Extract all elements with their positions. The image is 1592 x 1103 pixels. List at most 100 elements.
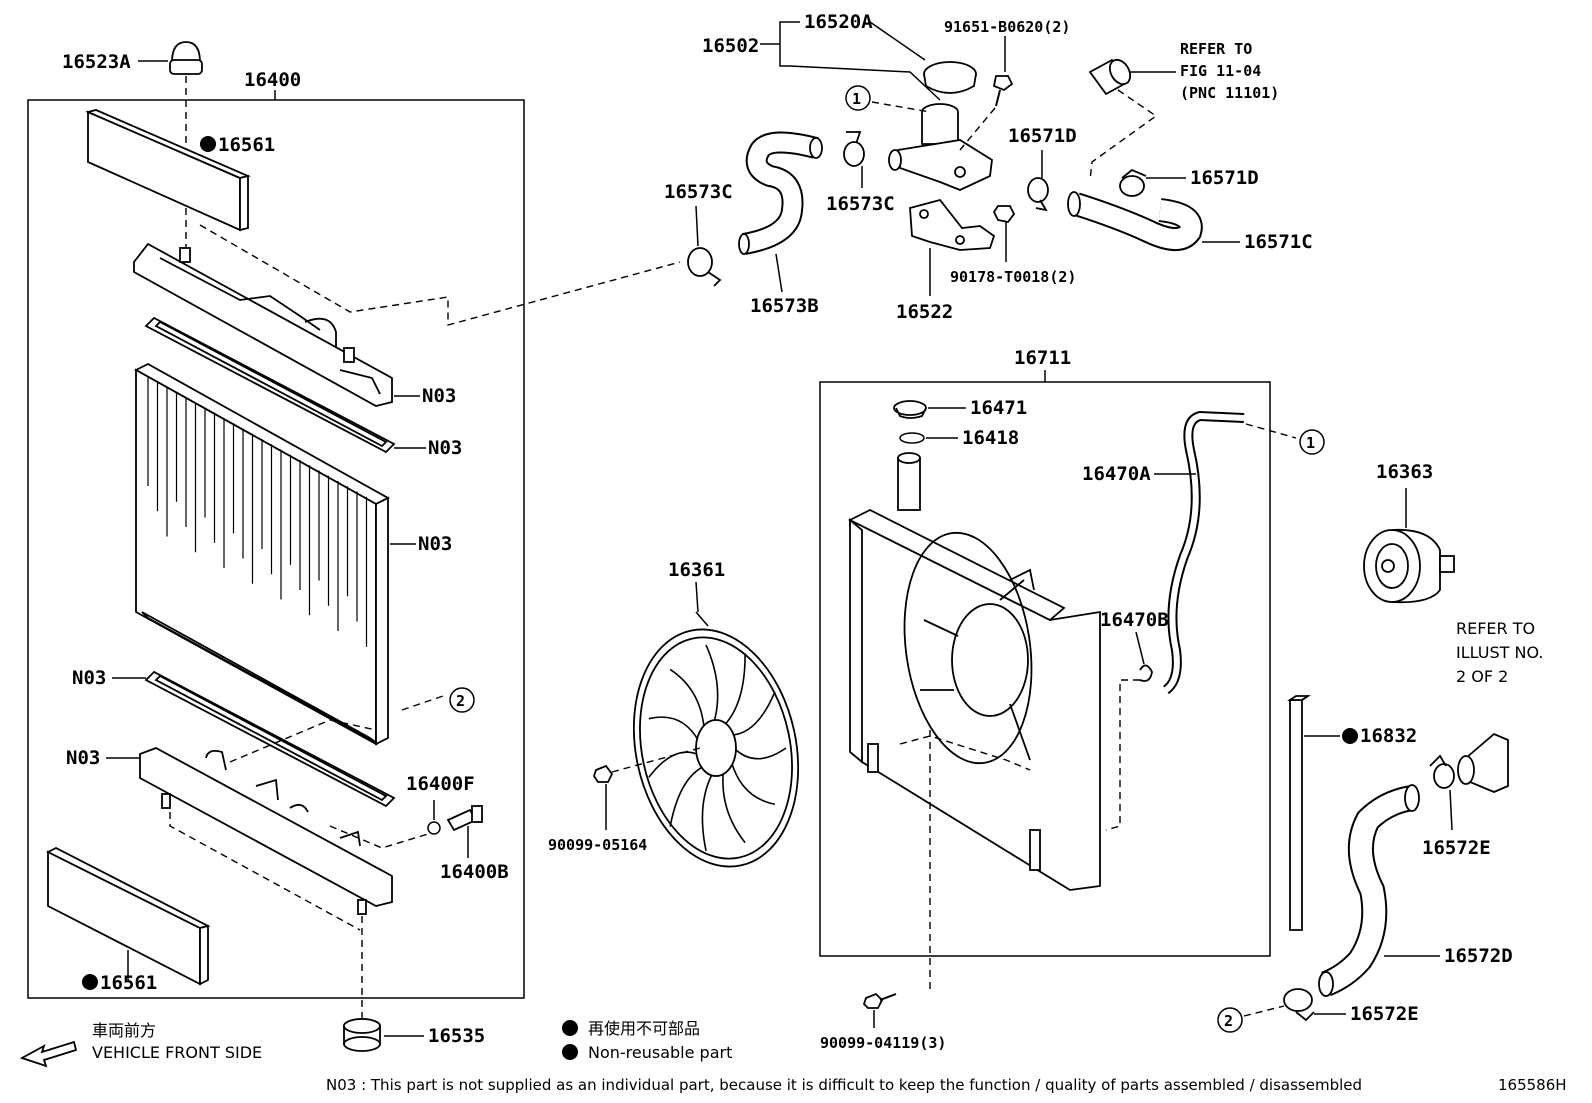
clamp-16573C-mid (843, 131, 865, 167)
radiator-lower-tank (139, 747, 393, 915)
reservoir-hose-16470A (1162, 410, 1245, 695)
refer-fig-line1: REFER TO (1180, 40, 1252, 58)
label-16572E-b: 16572E (1350, 1003, 1419, 1025)
label-16400F: 16400F (406, 773, 475, 795)
nut-90099-05164 (593, 764, 614, 783)
fan-motor-16363 (1363, 528, 1455, 604)
label-16561-top: 16561 (218, 134, 275, 156)
filler-cap-16520A (923, 61, 977, 94)
label-16832: 16832 (1360, 725, 1417, 747)
ref-2-right: 2 (1224, 1012, 1233, 1030)
label-16711: 16711 (1014, 347, 1071, 369)
label-16522: 16522 (896, 301, 953, 323)
clamp-16571D-b (1119, 168, 1147, 197)
fan-blade (669, 765, 705, 827)
legend-group: 車両前方 VEHICLE FRONT SIDE 再使用不可部品 Non-reus… (19, 1019, 732, 1068)
bolt-91651 (992, 75, 1014, 107)
illustration-id: 165586H (1498, 1076, 1567, 1094)
label-91651: 91651-B0620(2) (944, 18, 1070, 36)
foam-seal-16561-top (85, 109, 251, 232)
oring-16400F (427, 821, 441, 835)
gasket-16418 (899, 432, 925, 444)
nonreusable-dot (1342, 728, 1358, 744)
radiator-assembly-frame (27, 99, 525, 999)
filler-neck (888, 103, 993, 191)
fan-blade (731, 691, 776, 736)
fan-blade (722, 653, 746, 727)
hose-16571C (1067, 191, 1203, 251)
drain-cock-16400B (446, 805, 483, 832)
fan-blade (701, 771, 715, 852)
label-N03-5: N03 (66, 747, 100, 769)
label-16573B: 16573B (750, 295, 819, 317)
legend-front-jp: 車両前方 (92, 1021, 156, 1040)
label-16523A: 16523A (62, 51, 131, 73)
label-90099-05164: 90099-05164 (548, 836, 647, 854)
right-parts-group: 16363 REFER TO ILLUST NO. 2 OF 2 16832 1… (1217, 461, 1543, 1033)
fan-blade (730, 760, 776, 806)
fan-blade (705, 644, 719, 725)
fan-16361-group: 16361 90099-05164 (548, 559, 800, 868)
legend-front-en: VEHICLE FRONT SIDE (92, 1043, 262, 1062)
ref-2-left: 2 (456, 692, 465, 710)
clamp-16573C-left (687, 247, 722, 287)
refer-illust-line2: ILLUST NO. (1456, 643, 1543, 662)
label-16572E-a: 16572E (1422, 837, 1491, 859)
label-16561-bottom: 16561 (100, 972, 157, 994)
hose-16573B (738, 131, 823, 255)
radiator-core (134, 362, 390, 746)
refer-illust-line3: 2 OF 2 (1456, 667, 1508, 686)
label-90099-04119: 90099-04119(3) (820, 1034, 946, 1052)
bracket-16522 (909, 198, 996, 251)
label-16571D-a: 16571D (1008, 125, 1077, 147)
nonreusable-dot (200, 136, 216, 152)
fan-shroud (847, 452, 1101, 891)
label-90178: 90178-T0018(2) (950, 268, 1076, 286)
refer-fig-line3: (PNC 11101) (1180, 84, 1279, 102)
front-arrow-icon (19, 1040, 78, 1068)
label-16400: 16400 (244, 69, 301, 91)
label-16400B: 16400B (440, 861, 509, 883)
label-16520A: 16520A (804, 11, 873, 33)
refer-illust-line1: REFER TO (1456, 619, 1535, 638)
label-16571D-b: 16571D (1190, 167, 1259, 189)
legend-nonreusable-jp: 再使用不可部品 (588, 1019, 700, 1038)
ref-circle-2-left (449, 687, 475, 713)
nonreusable-dot-legend (562, 1044, 578, 1060)
label-16470B: 16470B (1100, 609, 1169, 631)
nut-90178 (992, 205, 1016, 223)
ref-1-right: 1 (1306, 434, 1315, 452)
label-16361: 16361 (668, 559, 725, 581)
legend-nonreusable-en: Non-reusable part (588, 1043, 732, 1062)
fan-blade (669, 668, 706, 730)
label-N03-2: N03 (428, 437, 462, 459)
radiator-assembly-group: 16400 16523A 16561 N03 (27, 41, 681, 1052)
fan-blade (733, 747, 787, 760)
label-N03-3: N03 (418, 533, 452, 555)
label-16573C-mid: 16573C (826, 193, 895, 215)
footer-note: N03 : This part is not supplied as an in… (326, 1076, 1362, 1094)
label-16535: 16535 (428, 1025, 485, 1047)
hose-16572D (1318, 784, 1420, 997)
refer-fig-line2: FIG 11-04 (1180, 62, 1261, 80)
filler-and-hoses-group: 16502 16520A 1 91651-B0620(2) (664, 11, 1313, 323)
nonreusable-dot-legend (562, 1020, 578, 1036)
fan-shroud-group: 16711 16471 16418 (819, 347, 1325, 1052)
gasket-lower (144, 670, 396, 808)
bolt-90099-04119 (862, 992, 897, 1009)
label-16470A: 16470A (1082, 463, 1151, 485)
nonreusable-dot (82, 974, 98, 990)
hose-end-fig11 (1088, 58, 1132, 96)
label-16571C: 16571C (1244, 231, 1313, 253)
label-16363: 16363 (1376, 461, 1433, 483)
foam-seal-16561-bottom (45, 846, 211, 986)
label-16572D: 16572D (1444, 945, 1513, 967)
fan-blade (648, 716, 700, 742)
label-N03-1: N03 (422, 385, 456, 407)
clamp-16572E-b (1283, 988, 1315, 1022)
cushion-16535 (343, 1018, 381, 1052)
clip-16470B (1139, 664, 1153, 682)
label-16418: 16418 (962, 427, 1019, 449)
thermostat-housing (1457, 732, 1509, 793)
